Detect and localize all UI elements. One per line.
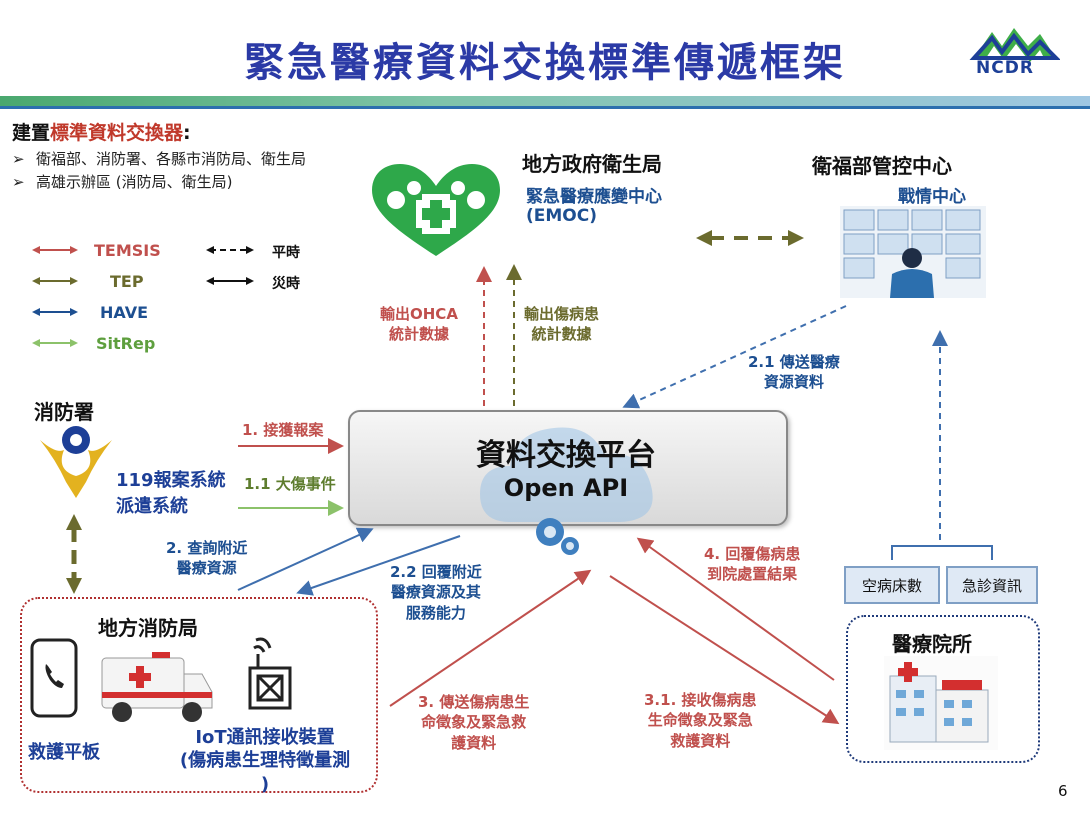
- mohw-sub: 戰情中心: [898, 187, 966, 207]
- legend-peacetime: 平時: [272, 245, 300, 261]
- intro-bullet: ➢高雄示辦區 (消防局、衛生局): [12, 173, 233, 191]
- flow-2-2-line: 服務能力: [405, 603, 466, 622]
- iot-label-line: ): [260, 773, 270, 795]
- hospital-building-icon: [884, 656, 998, 750]
- flow-3-label: 3. 傳送傷病患生命徵象及緊急救護資料: [418, 692, 529, 753]
- tablet-label: 救護平板: [28, 742, 100, 763]
- flow-2-line: 醫療資源: [176, 559, 237, 578]
- er-info-box: 急診資訊: [946, 566, 1038, 604]
- header-underline: [0, 106, 1090, 109]
- local-health-sub2: (EMOC): [526, 206, 597, 226]
- iot-label-line: (傷病患生理特徵量測: [179, 750, 351, 772]
- legend-tep: TEP: [110, 272, 144, 291]
- iot-label: IoT通訊接收裝置 (傷病患生理特徵量測 ): [160, 726, 370, 796]
- intro-bullet-text: 衛福部、消防署、各縣市消防局、衛生局: [36, 150, 307, 168]
- flow-patients-line: 統計數據: [531, 325, 592, 344]
- heart-cross-icon: [372, 164, 500, 256]
- iot-label-line: IoT通訊接收裝置: [195, 727, 335, 748]
- ambulance-icon: [101, 652, 213, 722]
- cloud-gear-icon: [480, 427, 653, 555]
- intro-suffix: :: [183, 122, 191, 144]
- flow-3-line: 命徵象及緊急救: [421, 713, 527, 732]
- flow-1-1-label: 1.1 大傷事件: [244, 475, 336, 493]
- flow-3-line: 護資料: [451, 733, 497, 752]
- flow-3-line: 3. 傳送傷病患生: [418, 693, 530, 711]
- intro-bullet: ➢衛福部、消防署、各縣市消防局、衛生局: [12, 150, 307, 168]
- flow-3-1-line: 生命徵象及緊急: [647, 711, 753, 730]
- intro-highlight: 標準資料交換器: [50, 122, 184, 144]
- page-number: 6: [1058, 782, 1068, 800]
- flow-3-1-label: 3.1. 接收傷病患生命徵象及緊急救護資料: [644, 690, 757, 751]
- iot-device-icon: [248, 637, 292, 710]
- intro-title: 建置標準資料交換器:: [12, 118, 191, 145]
- local-health-title: 地方政府衛生局: [522, 152, 662, 176]
- legend-disaster: 災時: [272, 276, 300, 292]
- control-room-icon: [840, 206, 986, 298]
- header-bar: [0, 96, 1090, 106]
- logo-text: NCDR: [976, 58, 1034, 78]
- hospital-group: [846, 615, 1040, 763]
- tablet-phone-icon: [30, 638, 78, 718]
- fire-agency-sys1: 119報案系統: [116, 470, 226, 491]
- flow-ohca-line: 輸出OHCA: [380, 305, 458, 323]
- flow-2-2-line: 2.2 回覆附近: [390, 563, 482, 581]
- legend-temsis: TEMSIS: [94, 241, 161, 260]
- flow-2-2-line: 醫療資源及其: [390, 583, 481, 602]
- intro-prefix: 建置: [12, 122, 51, 144]
- flow-3-1-line: 3.1. 接收傷病患: [644, 691, 757, 709]
- flow-2-1-line: 資源資料: [763, 373, 824, 392]
- legend-sitrep: SitRep: [96, 334, 156, 353]
- flow-4-line: 4. 回覆傷病患: [704, 545, 801, 563]
- local-fire-group: [20, 597, 378, 793]
- local-fire-title: 地方消防局: [98, 616, 198, 640]
- ncdr-logo: [969, 28, 1060, 62]
- flow-ohca-label: 輸出OHCA 統計數據: [380, 304, 458, 345]
- flow-2-1-label: 2.1 傳送醫療資源資料: [748, 352, 840, 393]
- flow-4-label: 4. 回覆傷病患到院處置結果: [704, 544, 800, 585]
- empty-beds-box: 空病床數: [844, 566, 940, 604]
- flow-patients-label: 輸出傷病患統計數據: [524, 304, 599, 345]
- fire-agency-sys2: 派遣系統: [116, 496, 188, 517]
- legend-arrows: [32, 246, 78, 347]
- flow-patients-line: 輸出傷病患: [524, 305, 600, 323]
- fire-agency-title: 消防署: [34, 400, 94, 424]
- flow-ohca-line: 統計數據: [388, 325, 449, 344]
- mohw-title: 衛福部管控中心: [812, 154, 952, 178]
- flow-2-line: 2. 查詢附近: [166, 539, 248, 557]
- fire-agency-emblem-icon: [40, 426, 112, 498]
- flow-4-line: 到院處置結果: [707, 565, 798, 584]
- flow-1-label: 1. 接獲報案: [242, 421, 324, 439]
- page-title: 緊急醫療資料交換標準傳遞框架: [244, 40, 846, 86]
- flow-2-label: 2. 查詢附近醫療資源: [166, 538, 247, 579]
- flow-2-2-label: 2.2 回覆附近醫療資源及其服務能力: [390, 562, 482, 623]
- platform-title: 資料交換平台: [476, 438, 656, 473]
- legend-have: HAVE: [100, 303, 148, 322]
- intro-bullet-text: 高雄示辦區 (消防局、衛生局): [36, 173, 233, 191]
- flow-2-1-line: 2.1 傳送醫療: [748, 353, 840, 371]
- hospital-title: 醫療院所: [892, 632, 972, 656]
- local-health-sub1: 緊急醫療應變中心: [526, 187, 662, 207]
- platform-subtitle: Open API: [503, 474, 629, 502]
- legend-line-types: [206, 246, 254, 285]
- flow-3-1-line: 救護資料: [670, 731, 731, 750]
